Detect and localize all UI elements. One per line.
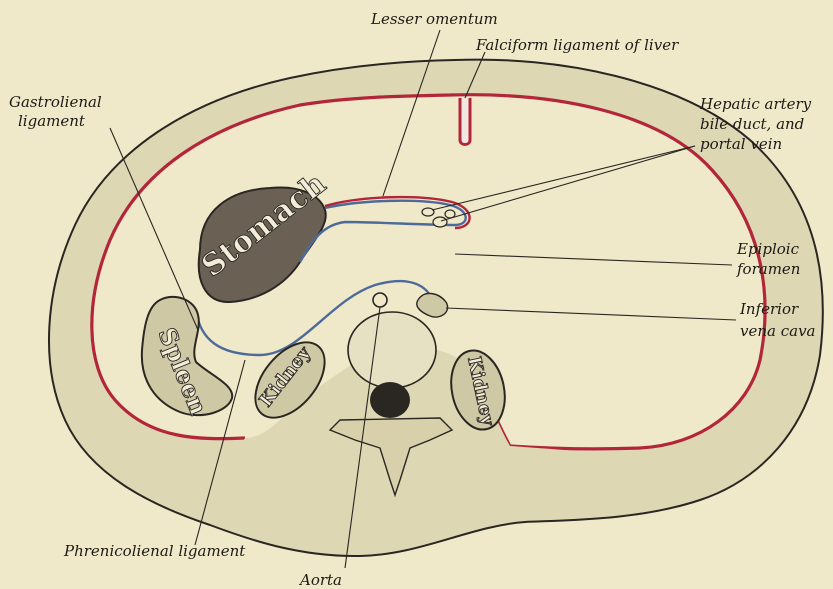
label-phrenicolienal: Phrenicolienal ligament [63,542,246,560]
label-hepatic-line1: Hepatic artery [699,95,812,113]
aorta [373,293,387,307]
label-epiploic-line2: foramen [736,260,800,278]
label-epiploic-line1: Epiploic [736,240,800,258]
label-lesser-omentum: Lesser omentum [370,10,498,28]
label-hepatic-line2: bile duct, and [700,115,804,133]
label-inferior-line2: vena cava [740,322,815,340]
falciform-ligament [460,98,470,145]
label-hepatic-line3: portal vein [700,135,782,153]
label-inferior-line1: Inferior [739,300,799,318]
label-gastrolienal-line1: Gastrolienal [9,93,102,111]
label-gastrolienal-line2: ligament [18,112,86,130]
label-falciform-ligament: Falciform ligament of liver [475,36,679,54]
label-aorta: Aorta [298,571,342,589]
